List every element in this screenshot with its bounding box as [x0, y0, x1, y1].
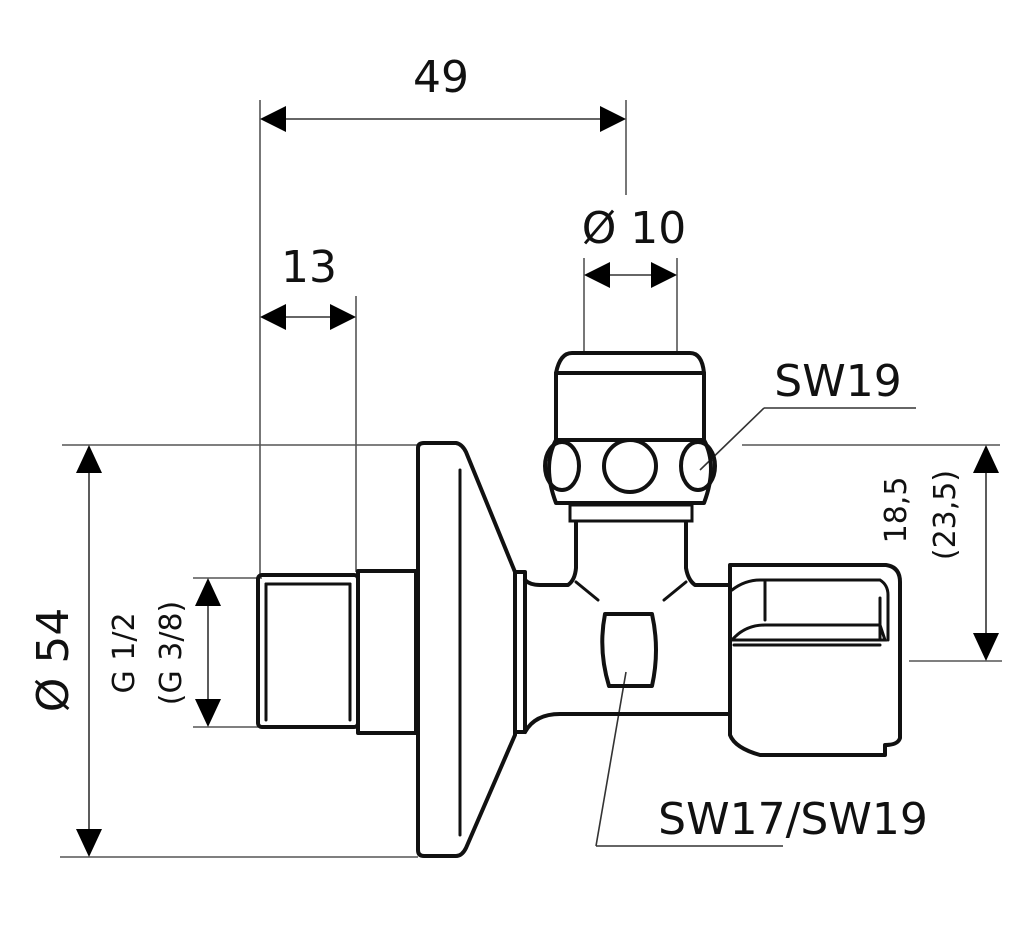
arrow-up	[195, 578, 221, 606]
arrow-left	[584, 262, 610, 288]
body-bottom	[523, 712, 730, 734]
callout-sw17-sw19: SW17/SW19	[595, 671, 928, 847]
label-13: 13	[281, 242, 337, 293]
dimension-d10: Ø 10	[582, 203, 687, 288]
label-185: 18,5	[879, 477, 914, 544]
grip-hole-center	[602, 438, 658, 494]
callout-sw19: SW19	[699, 356, 916, 471]
inlet-thread	[256, 573, 360, 729]
dimension-13: 13	[260, 242, 356, 330]
leader-line	[595, 671, 627, 847]
hex-top-left	[574, 580, 600, 602]
rosette	[416, 441, 527, 858]
dimension-185: 18,5 (23,5)	[879, 445, 999, 661]
dimension-49: 49	[260, 52, 626, 132]
valve-body	[523, 521, 730, 734]
grip-hole-right	[679, 440, 717, 492]
outlet-nut	[728, 563, 902, 757]
label-g38: (G 3/8)	[154, 601, 189, 705]
arrow-up	[76, 445, 102, 473]
label-d54: Ø 54	[28, 608, 79, 713]
label-sw19: SW19	[774, 356, 901, 407]
label-g12: G 1/2	[107, 612, 142, 693]
label-49: 49	[413, 52, 469, 103]
arrow-up	[973, 445, 999, 473]
arrow-down	[76, 829, 102, 857]
nut-slot-top	[730, 578, 890, 642]
inlet-collar	[356, 569, 418, 735]
grip-ring	[547, 438, 713, 505]
arrow-down	[973, 633, 999, 661]
rosette-outline	[416, 441, 517, 858]
cap-top	[554, 351, 706, 442]
label-235: (23,5)	[928, 470, 963, 560]
dimension-g12: G 1/2 (G 3/8)	[107, 578, 221, 727]
hex-waist	[600, 612, 658, 688]
spindle-ring	[568, 503, 694, 523]
label-sw17-sw19: SW17/SW19	[658, 794, 928, 845]
arrow-right	[600, 106, 626, 132]
nut-outline	[728, 563, 902, 757]
nut-slot-bottom	[728, 623, 888, 642]
grip-hole-left	[543, 440, 581, 492]
dimension-d54: Ø 54	[28, 445, 102, 857]
arrow-left	[260, 106, 286, 132]
thread-outer	[256, 573, 360, 729]
hex-top-right	[662, 580, 688, 602]
valve-handle	[543, 351, 717, 523]
arrow-left	[260, 304, 286, 330]
arrow-right	[330, 304, 356, 330]
arrow-down	[195, 699, 221, 727]
rosette-flange	[513, 570, 527, 734]
valve-part	[256, 351, 902, 858]
body-top-right	[684, 521, 730, 587]
body-top-left	[523, 521, 578, 587]
arrow-right	[651, 262, 677, 288]
label-d10: Ø 10	[582, 203, 687, 254]
extension-lines	[60, 100, 1002, 858]
